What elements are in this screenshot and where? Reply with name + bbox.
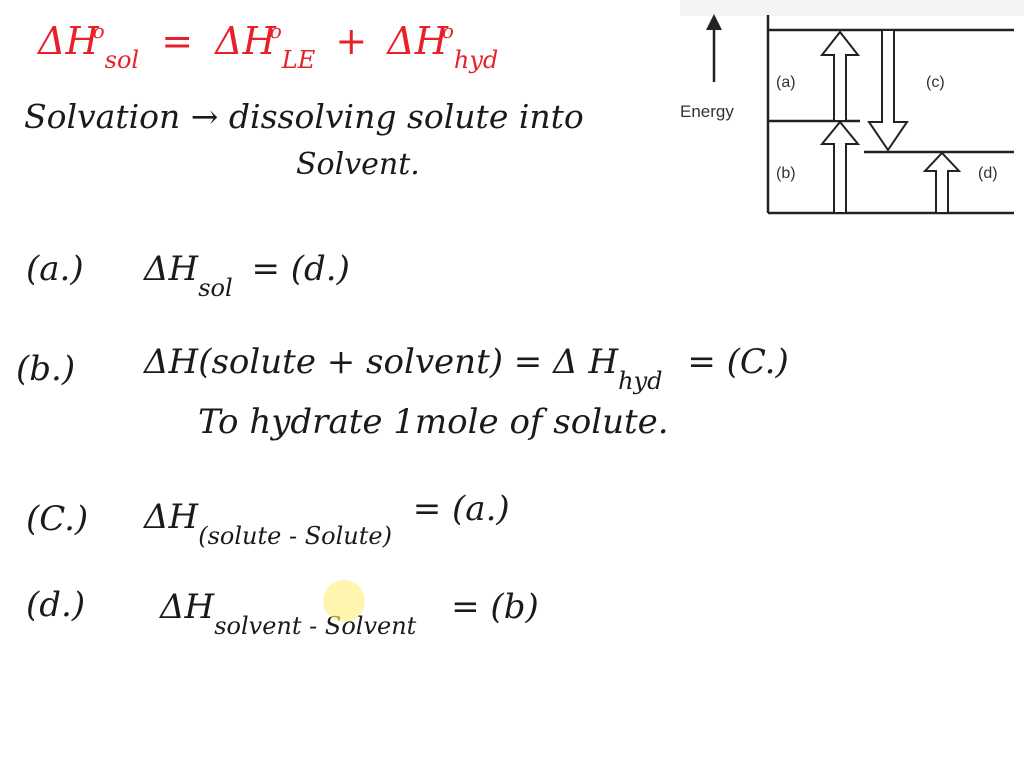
energy-axis-arrowhead-icon <box>706 14 722 30</box>
diagram-label-c: (c) <box>926 74 945 91</box>
item-a-symbol: ΔH <box>144 249 199 289</box>
diagram-top-shade <box>680 0 1024 16</box>
item-b-rhs: = (C.) <box>687 342 789 382</box>
arrow-c-down-icon <box>867 29 909 152</box>
energy-label: Energy <box>680 102 734 121</box>
term2-sup: o <box>441 19 454 43</box>
item-b-note: To hydrate 1mole of solute. <box>198 402 669 442</box>
diagram-label-a: (a) <box>776 74 796 91</box>
enthalpy-equation: ΔHosol = ΔHoLE + ΔHohyd <box>38 19 498 72</box>
item-c-symbol: ΔH <box>144 497 199 537</box>
cursor-highlight <box>323 580 365 622</box>
item-a-sub: sol <box>198 274 233 302</box>
item-b-expression: ΔH(solute + solvent) = Δ Hhyd = (C.) <box>144 342 789 393</box>
equals-sign: = <box>161 19 194 63</box>
diagram-label-b: (b) <box>776 165 796 182</box>
lhs-symbol: ΔH <box>38 19 99 63</box>
term1-sup: o <box>269 19 282 43</box>
item-d-symbol: ΔH <box>160 587 215 627</box>
arrow-a-up-icon <box>819 30 861 122</box>
item-d-rhs: = (b) <box>451 587 539 627</box>
plus-sign: + <box>335 19 368 63</box>
item-a-rhs: = (d.) <box>251 249 350 289</box>
lhs-sup: o <box>92 19 105 43</box>
item-a-label: (a.) <box>26 249 84 289</box>
arrow-d-up-icon <box>922 151 962 214</box>
term1-sub: LE <box>281 46 316 74</box>
term2-symbol: ΔH <box>387 19 448 63</box>
item-d-expression: ΔHsolvent - Solvent = (b) <box>160 587 539 638</box>
definition-line-2: Solvent. <box>296 147 420 182</box>
term1-symbol: ΔH <box>215 19 276 63</box>
term2-sub: hyd <box>453 46 499 74</box>
item-d-label: (d.) <box>26 585 86 625</box>
item-b-main: ΔH(solute + solvent) = Δ H <box>144 342 619 382</box>
item-c-rhs: = (a.) <box>412 489 510 529</box>
item-c-label: (C.) <box>26 499 89 539</box>
energy-level-diagram: Energy (a) (b) (c) (d) <box>680 0 1024 215</box>
item-c-sub: (solute - Solute) <box>198 522 392 550</box>
item-d-sub: solvent - Solvent <box>214 612 417 640</box>
definition-line-1: Solvation → dissolving solute into <box>24 97 584 136</box>
diagram-label-d: (d) <box>978 165 998 182</box>
item-b-sub: hyd <box>618 367 663 395</box>
item-c-expression: ΔH(solute - Solute) = (a.) <box>144 492 510 548</box>
lhs-sub: sol <box>104 46 140 74</box>
item-b-label: (b.) <box>16 349 76 389</box>
item-a-expression: ΔHsol = (d.) <box>144 249 350 300</box>
arrow-b-up-icon <box>819 120 861 214</box>
